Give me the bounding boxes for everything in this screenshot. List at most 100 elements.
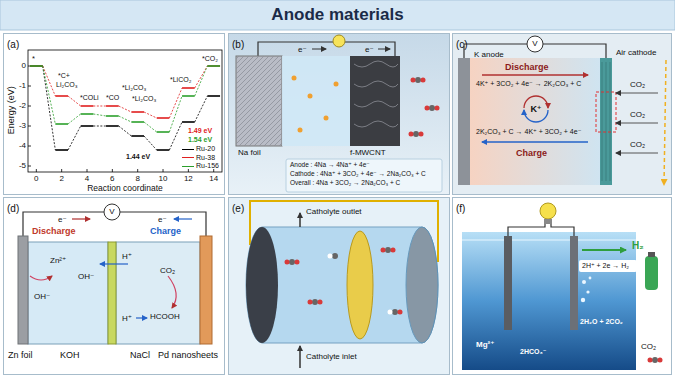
axis-tick: [188, 169, 189, 172]
energy-level: [131, 135, 144, 137]
axis-tick: [112, 169, 113, 172]
panel-b-art-part: [292, 76, 297, 81]
panel-f-art-part: [579, 260, 637, 272]
panel-e-art-part: [406, 227, 438, 343]
part-name: Na foil: [238, 148, 261, 157]
panel-e-art-part: [228, 197, 450, 375]
energy-level: [182, 95, 195, 97]
panel-b-art-part-part: [435, 106, 440, 111]
panel-c-art-part: [596, 92, 616, 132]
energy-level: [30, 65, 43, 67]
panel-d-art-part: [72, 218, 90, 219]
gas-label: CO₂: [630, 80, 645, 89]
panel-f-art-part: [652, 357, 658, 363]
panel-letter: (b): [229, 38, 244, 50]
axis-tick: [28, 166, 31, 167]
legend-text: Ru-20: [196, 145, 215, 152]
electron-label: e⁻: [365, 45, 374, 54]
energy-connector: [144, 122, 157, 132]
panel-e-art-part: [285, 260, 290, 265]
panel-b-art-part: [425, 105, 440, 111]
panel-d-art-part: [18, 236, 28, 344]
state-label: *: [32, 55, 35, 64]
tick-label: 2: [59, 174, 63, 183]
process-name: Discharge: [505, 62, 549, 72]
ion-label: Mg²⁺: [476, 340, 494, 349]
reaction-equation: 2K₂CO₃ + C → 4K⁺ + 3CO₂ + 4e⁻: [476, 128, 581, 136]
panel-e-art-part: [391, 248, 396, 253]
energy-connector: [195, 66, 208, 88]
axis-tick: [137, 169, 138, 172]
panel-b-art-part: [286, 159, 442, 192]
energy-level: [182, 121, 195, 123]
panel-b-art-part: [236, 56, 282, 146]
panel-d-art-part: [200, 236, 212, 344]
energy-level: [207, 95, 220, 97]
ion-label: H⁺: [122, 314, 132, 323]
energy-connector: [43, 66, 56, 96]
panel-d-art-part: [28, 242, 108, 344]
tick-label: 8: [135, 174, 139, 183]
energy-level: [81, 105, 94, 107]
plot-frame: [28, 50, 222, 172]
panel-f-art-part: [586, 290, 589, 293]
process-name: Charge: [150, 226, 181, 236]
reaction-equation: 2H⁺ + 2e → H₂: [582, 262, 629, 270]
reaction-equation: 4K⁺ + 3CO₂ + 4e⁻ → 2K₂CO₃ + C: [476, 80, 581, 88]
panel-e-art-part: [328, 254, 333, 259]
panel-f-art-part: [581, 298, 585, 302]
barrier-value: 1.49 eV: [188, 127, 212, 135]
panel-e-art-part: [299, 213, 301, 227]
axis-tick: [163, 169, 164, 172]
state-label: *COLi: [80, 94, 99, 102]
tick-label: 0: [34, 174, 38, 183]
figure-panel: (e): [228, 197, 450, 375]
legend-item: Ru-156: [182, 162, 219, 170]
tick-label: 14: [209, 174, 218, 183]
energy-level: [30, 65, 43, 67]
gas-label: CO₂: [641, 342, 656, 351]
panel-b-art-part: [308, 94, 313, 99]
title-band-text-holder: Anode materials: [0, 0, 675, 30]
reaction-equation: Anode : 4Na → 4Na⁺ + 4e⁻: [290, 161, 370, 168]
panel-b-art-part-part: [421, 78, 426, 83]
panel-letter: (d): [4, 202, 19, 214]
part-name: Air cathode: [616, 48, 656, 57]
panel-a-art: [3, 33, 225, 195]
meter-symbol: V: [109, 207, 114, 216]
panel-letter: (f): [453, 202, 465, 214]
axis-title: Energy (eV): [6, 86, 16, 134]
panel-f-art-part: [582, 249, 626, 251]
panel-e-art-part: [308, 300, 313, 305]
axis-tick: [28, 146, 31, 147]
energy-connector: [93, 114, 106, 116]
axis-tick: [213, 169, 214, 172]
legend-line-sample: [182, 149, 194, 150]
panel-b-art-part-part: [413, 131, 419, 137]
panel-e-art-part: [398, 310, 403, 315]
tick-label: -5: [19, 161, 26, 170]
part-name: Pd nanosheets: [158, 350, 218, 360]
energy-connector: [68, 126, 81, 150]
gas-label: CO₂: [630, 140, 645, 149]
panel-b-art-part: [228, 33, 450, 195]
energy-connector: [119, 116, 132, 122]
tick-label: 0: [22, 61, 26, 70]
part-name: NaCl: [130, 350, 150, 360]
state-label: *C+: [58, 72, 70, 80]
panel-c-art-part: [470, 58, 600, 185]
panel-f-art-part: [462, 240, 636, 241]
energy-level: [131, 121, 144, 123]
panel-f-art-part: [508, 224, 574, 236]
panel-d-art-part: [100, 263, 128, 264]
energy-level: [131, 111, 144, 113]
panel-e-art-part: [385, 247, 391, 253]
panel-c-art-part: [616, 123, 658, 124]
panel-e-art-part: [347, 231, 373, 339]
panel-b-art-part: [333, 35, 345, 47]
ion-label: OH⁻: [78, 272, 94, 281]
title-band: [0, 0, 675, 30]
legend-line-sample: [182, 166, 194, 167]
